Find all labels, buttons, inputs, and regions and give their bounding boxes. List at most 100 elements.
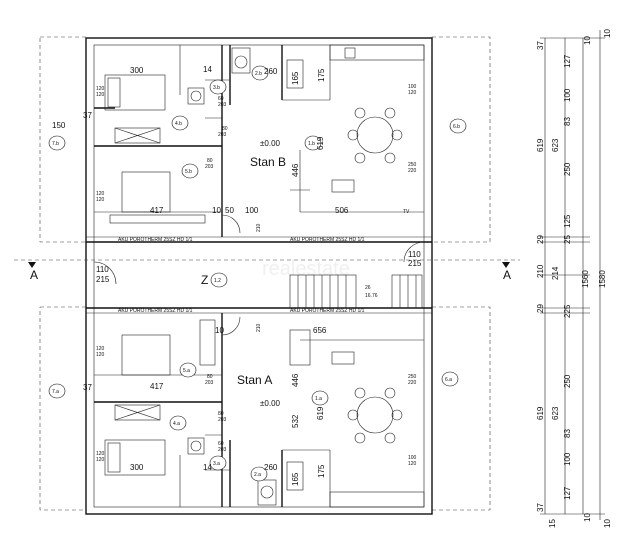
coffee-table-a <box>331 351 355 365</box>
rd-col1-29a: 29 <box>536 235 545 244</box>
rd-col1-623a: 623 <box>551 138 560 152</box>
building-outer-wall <box>85 37 433 515</box>
corridor-dim-215b: 215 <box>408 259 422 268</box>
bed-4a <box>104 439 166 476</box>
rd-col2-127b: 127 <box>563 486 572 500</box>
dim-a-175: 175 <box>317 464 326 478</box>
dim-b-w220: 220 <box>408 168 417 174</box>
dim-b-10: 10 <box>212 206 221 215</box>
shower-b <box>286 59 304 89</box>
coffee-table-b <box>331 179 355 193</box>
rd-col2-100b: 100 <box>563 452 572 466</box>
stan-a-title: Stan A <box>237 373 272 387</box>
dim-a-w220: 220 <box>408 380 417 386</box>
dim-a-w120b: 120 <box>96 352 105 358</box>
dim-b-w120d: 120 <box>96 197 105 203</box>
stan-b-level: ±0.00 <box>260 139 281 148</box>
section-label-left: A <box>30 268 38 282</box>
rd-col1-37b: 37 <box>536 503 545 512</box>
dim-a-w203b: 203 <box>218 417 227 423</box>
room-tag-3b: 3.b <box>213 85 220 91</box>
dining-table-b <box>356 116 394 154</box>
rd-col1-210: 210 <box>536 264 545 278</box>
corridor-dim-110a: 110 <box>96 265 109 274</box>
dim-b-w60: 60 <box>218 96 224 102</box>
door-arc-corridor-right <box>403 241 425 263</box>
rd-col1-214: 214 <box>551 266 560 280</box>
dining-table-a <box>356 396 394 434</box>
wardrobe-4a <box>114 404 161 421</box>
building-inner-wall <box>93 44 425 508</box>
terrace-6a-outline <box>431 306 491 511</box>
room-tag-4b: 4.b <box>175 121 182 127</box>
room-tag-5a: 5.a <box>183 368 190 374</box>
sink-3b <box>187 87 205 105</box>
dim-b-w100a: 100 <box>408 84 417 90</box>
dim-a-w203c: 203 <box>218 447 227 453</box>
shower-a <box>286 461 304 491</box>
corridor-tag-num: 1.2 <box>214 278 221 284</box>
room-tag-2b: 2.b <box>255 71 262 77</box>
stan-a-walls <box>94 313 424 507</box>
pillow-4b <box>107 77 121 108</box>
rd-col2-83b: 83 <box>563 429 572 438</box>
dim-a-260: 260 <box>264 463 278 472</box>
stan-b-walls <box>94 45 424 237</box>
wardrobe-5a <box>199 319 216 366</box>
room-tag-1b: 1.b <box>308 141 315 147</box>
dim-b-14: 14 <box>203 65 212 74</box>
dim-a-14: 14 <box>203 463 212 472</box>
watermark: realestate <box>262 258 350 280</box>
rd-col2-100a: 100 <box>563 88 572 102</box>
rd-col2-125: 125 <box>563 214 572 228</box>
dim-a-w120a: 120 <box>96 346 105 352</box>
door-arc-entry-b <box>221 214 241 234</box>
dim-b-w203b: 203 <box>205 164 214 170</box>
room-tag-4a: 4.a <box>173 421 180 427</box>
dim-a-w60: 60 <box>218 441 224 447</box>
corridor-dim-110b: 110 <box>408 250 421 259</box>
dim-a-w80a: 80 <box>207 374 213 380</box>
dim-a-532: 532 <box>291 414 300 428</box>
pillow-4a <box>107 442 121 473</box>
kitchen-a <box>329 491 425 508</box>
rd-col2-250b: 250 <box>563 374 572 388</box>
room-tag-7a: 7.a <box>52 389 59 395</box>
stairs-dim: 16.76 <box>365 293 378 299</box>
dim-b-175: 175 <box>317 68 326 82</box>
dim-b-260: 260 <box>264 67 278 76</box>
rd-col4-1580: 1580 <box>598 270 607 288</box>
terrace-6b-outline <box>431 36 491 243</box>
dim-a-w100a: 100 <box>408 455 417 461</box>
dim-b-w203c: 203 <box>218 102 227 108</box>
rd-col1-29b: 29 <box>536 304 545 313</box>
rd-col2-83a: 83 <box>563 117 572 126</box>
rd-col1-623b: 623 <box>551 406 560 420</box>
rd-col2-25: 25 <box>563 235 572 244</box>
door-arc-corridor-left <box>93 261 117 285</box>
dim-b-w120a: 120 <box>96 86 105 92</box>
rd-bottom-10: 10 <box>583 513 592 522</box>
dim-b-619: 619 <box>316 136 325 150</box>
room-markers <box>48 65 467 482</box>
bed-5a <box>121 334 171 376</box>
rd-col1-37a: 37 <box>536 41 545 50</box>
stan-a-level: ±0.00 <box>260 399 281 408</box>
room-tag-1a: 1.a <box>315 396 322 402</box>
rd-col2-250a: 250 <box>563 162 572 176</box>
dim-a-w80b: 80 <box>218 411 224 417</box>
dim-a-300: 300 <box>130 463 144 472</box>
rd-col2-127a: 127 <box>563 54 572 68</box>
section-label-right: A <box>503 268 511 282</box>
dim-b-w210: 210 <box>256 223 262 232</box>
room-tag-7b: 7.b <box>52 141 59 147</box>
section-arrow-right <box>502 262 510 268</box>
wardrobe-4b <box>114 127 161 144</box>
dim-b-506: 506 <box>335 206 349 215</box>
dim-b-w120c: 120 <box>96 191 105 197</box>
corridor-tag: Z <box>201 273 208 287</box>
dim-b-w80b: 80 <box>207 158 213 164</box>
sink-3a <box>187 437 205 455</box>
desk-5b <box>109 214 206 224</box>
